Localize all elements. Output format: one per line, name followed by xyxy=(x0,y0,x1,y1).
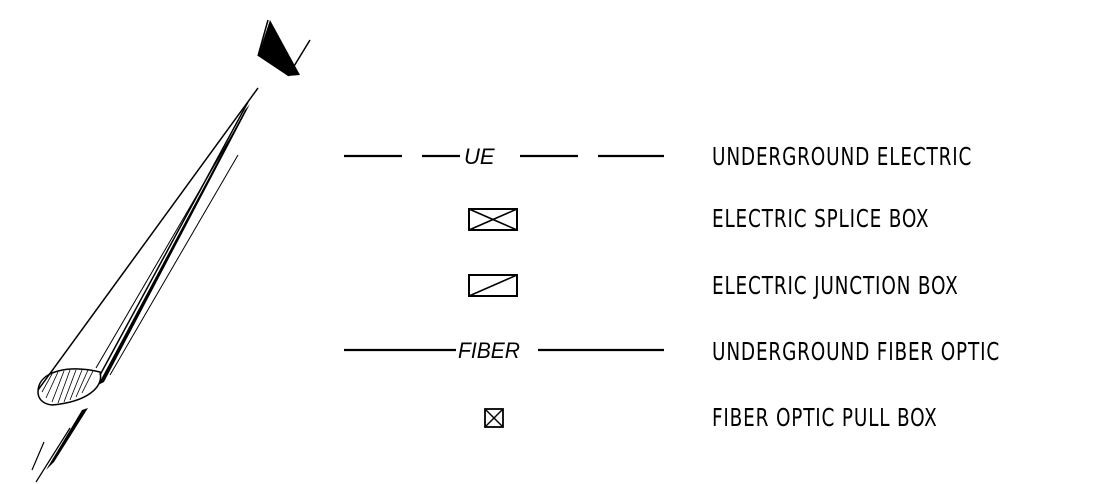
electric-splice-box-label: ELECTRIC SPLICE BOX xyxy=(712,204,930,233)
electric-junction-box-symbol xyxy=(468,274,518,297)
legend-item-electric-junction-box: ELECTRIC JUNCTION BOX xyxy=(330,266,1107,306)
legend: UE UNDERGROUND ELECTRIC ELECTRIC SPLICE … xyxy=(330,120,1107,440)
legend-item-fiber-optic-pull-box: FIBER OPTIC PULL BOX xyxy=(330,398,1107,438)
underground-electric-line-symbol: UE xyxy=(344,144,664,169)
underground-fiber-optic-line-symbol: FIBER xyxy=(344,338,664,363)
electric-junction-box-label: ELECTRIC JUNCTION BOX xyxy=(712,271,959,300)
underground-fiber-optic-symbol-text: FIBER xyxy=(458,338,520,363)
underground-electric-symbol-text: UE xyxy=(464,144,495,169)
electric-splice-box-symbol xyxy=(468,208,518,231)
underground-fiber-optic-label: UNDERGROUND FIBER OPTIC xyxy=(712,337,1001,366)
legend-item-underground-fiber-optic: FIBER UNDERGROUND FIBER OPTIC xyxy=(330,332,1107,372)
north-arrow-icon xyxy=(31,19,311,483)
legend-item-electric-splice-box: ELECTRIC SPLICE BOX xyxy=(330,199,1107,239)
underground-electric-label: UNDERGROUND ELECTRIC xyxy=(712,142,973,171)
legend-item-underground-electric: UE UNDERGROUND ELECTRIC xyxy=(330,137,1107,177)
fiber-optic-pull-box-label: FIBER OPTIC PULL BOX xyxy=(712,403,938,432)
fiber-optic-pull-box-symbol xyxy=(484,408,504,428)
